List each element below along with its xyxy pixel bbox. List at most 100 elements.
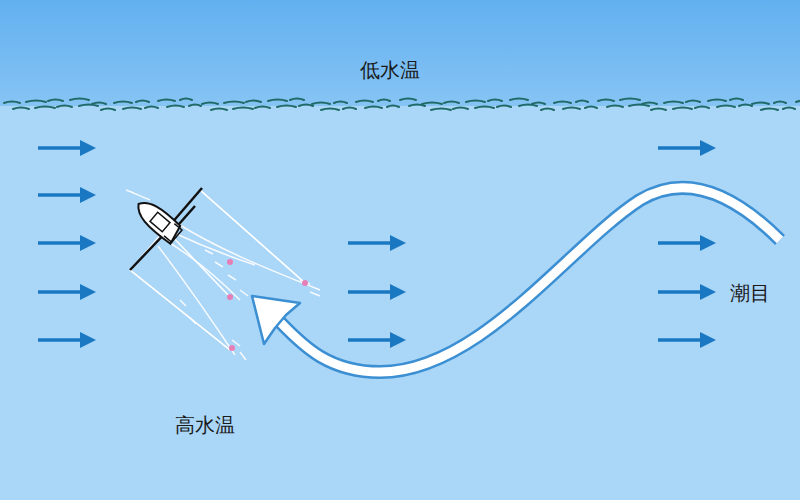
front-stroke — [79, 105, 98, 107]
current-arrow — [38, 146, 82, 150]
current-arrowhead — [390, 332, 406, 348]
front-stroke — [180, 99, 192, 101]
front-stroke — [695, 107, 709, 109]
front-stroke — [57, 106, 72, 108]
front-stroke — [444, 102, 459, 104]
front-stroke — [488, 100, 502, 102]
current-arrowhead — [390, 235, 406, 251]
front-stroke — [246, 101, 261, 103]
front-stroke — [387, 106, 399, 108]
current-arrowhead — [700, 235, 716, 251]
region-label: 潮目 — [730, 280, 770, 307]
front-stroke — [378, 100, 390, 102]
front-stroke — [13, 108, 29, 110]
cold-water — [0, 0, 800, 106]
region-label: 高水温 — [175, 412, 235, 439]
front-stroke — [101, 109, 115, 111]
front-stroke — [431, 109, 451, 111]
front-stroke — [673, 108, 692, 110]
current-arrow — [658, 290, 702, 294]
front-stroke — [70, 99, 89, 101]
front-stroke — [598, 100, 614, 102]
front-stroke — [585, 107, 597, 109]
front-stroke — [519, 105, 537, 107]
current-arrowhead — [700, 284, 716, 300]
front-stroke — [136, 101, 149, 103]
current-arrow — [38, 241, 82, 245]
front-line — [4, 99, 800, 111]
front-stroke — [312, 103, 330, 105]
front-stroke — [114, 102, 132, 104]
current-arrow — [658, 241, 702, 245]
boat — [126, 188, 320, 360]
front-stroke — [796, 101, 800, 103]
tide-line-arrow — [252, 188, 780, 372]
front-stroke — [651, 109, 666, 111]
front-stroke — [4, 102, 20, 104]
current-arrow — [38, 290, 82, 294]
front-stroke — [255, 107, 270, 109]
front-stroke — [497, 106, 511, 108]
current-arrow — [348, 338, 392, 342]
front-stroke — [224, 102, 244, 104]
current-arrow — [658, 338, 702, 342]
current-arrow — [38, 338, 82, 342]
front-stroke — [233, 108, 253, 110]
front-stroke — [541, 109, 554, 111]
current-arrowhead — [700, 332, 716, 348]
current-arrowhead — [80, 235, 96, 251]
front-stroke — [422, 103, 442, 105]
front-stroke — [145, 107, 158, 109]
front-stroke — [158, 100, 175, 102]
front-stroke — [554, 102, 571, 104]
front-stroke — [510, 99, 528, 101]
front-stroke — [752, 103, 769, 105]
front-stroke — [334, 102, 347, 104]
current-arrowhead — [80, 187, 96, 203]
front-stroke — [189, 105, 201, 107]
front-stroke — [48, 100, 63, 102]
current-arrow — [658, 146, 702, 150]
current-arrows — [38, 140, 716, 348]
front-stroke — [642, 103, 657, 105]
front-stroke — [26, 101, 46, 103]
front-stroke — [730, 99, 743, 101]
front-stroke — [466, 101, 485, 103]
current-arrow — [348, 290, 392, 294]
front-stroke — [664, 102, 683, 104]
front-stroke — [211, 109, 227, 111]
front-stroke — [563, 108, 580, 110]
front-stroke — [453, 108, 468, 110]
current-arrowhead — [700, 140, 716, 156]
front-stroke — [343, 108, 356, 110]
current-arrowhead — [80, 284, 96, 300]
front-stroke — [277, 106, 296, 108]
front-stroke — [620, 99, 640, 101]
current-arrowhead — [80, 140, 96, 156]
current-arrow — [348, 241, 392, 245]
front-stroke — [299, 105, 313, 107]
front-stroke — [475, 107, 494, 109]
front-stroke — [290, 99, 304, 101]
front-stroke — [167, 106, 184, 108]
front-stroke — [202, 103, 218, 105]
front-stroke — [532, 103, 545, 105]
region-label: 低水温 — [360, 57, 420, 84]
front-stroke — [607, 106, 623, 108]
front-stroke — [629, 105, 649, 107]
current-arrow — [38, 193, 82, 197]
front-stroke — [761, 109, 778, 111]
front-stroke — [576, 101, 588, 103]
front-stroke — [35, 107, 55, 109]
current-arrowhead — [390, 284, 406, 300]
front-stroke — [321, 109, 339, 111]
current-arrowhead — [80, 332, 96, 348]
front-stroke — [783, 108, 795, 110]
front-stroke — [708, 100, 726, 102]
front-stroke — [356, 101, 373, 103]
front-stroke — [123, 108, 141, 110]
front-stroke — [92, 103, 106, 105]
front-stroke — [686, 101, 700, 103]
